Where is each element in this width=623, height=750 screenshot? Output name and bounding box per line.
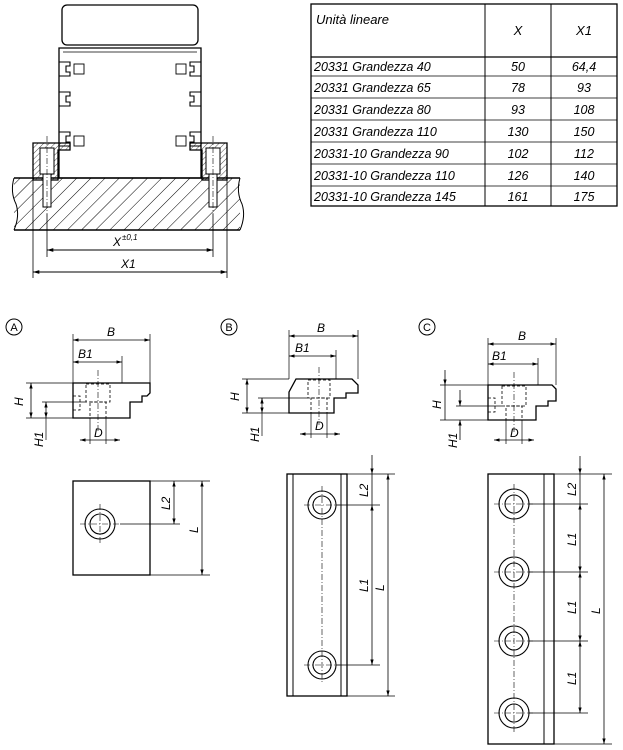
dim-label-x1: X1: [120, 257, 136, 271]
table-header-name: Unità lineare: [316, 12, 389, 27]
table-cell: 78: [511, 81, 525, 95]
variant-b-h1: H1: [248, 427, 262, 442]
variant-c-profile: [440, 338, 612, 745]
dim-label-x-tolerance: ±0,1: [122, 233, 138, 242]
variant-c-d: D: [510, 426, 519, 440]
table-cell: 102: [508, 147, 529, 161]
table-cell: 140: [574, 169, 595, 183]
variant-a-b: B: [107, 325, 115, 339]
table-cell: 64,4: [572, 60, 596, 74]
variant-b-b1: B1: [295, 341, 310, 355]
variant-b-h: H: [228, 392, 242, 401]
table-cell: 20331 Grandezza 65: [313, 81, 431, 95]
table-header-x1: X1: [575, 23, 592, 38]
variant-a-l2: L2: [159, 496, 173, 510]
dimension-table: Unità lineare X X1 20331 Grandezza 40 50…: [310, 3, 618, 207]
variant-a-h: H: [12, 397, 26, 406]
svg-text:B: B: [225, 322, 232, 334]
variant-b-l1: L1: [357, 579, 371, 592]
variant-c-l1-a: L1: [565, 533, 579, 546]
variant-c-h: H: [430, 400, 444, 409]
variant-a-h1: H1: [32, 432, 46, 447]
table-cell: 150: [574, 125, 595, 139]
variant-a-marker: A: [5, 318, 23, 336]
variant-c-b1: B1: [492, 349, 507, 363]
table-cell: 20331-10 Grandezza 145: [313, 190, 456, 204]
variant-b-d: D: [315, 419, 324, 433]
variant-c-l: L: [589, 607, 603, 614]
assembly-drawing: [11, 4, 245, 278]
table-cell: 112: [574, 147, 594, 161]
variant-b-profile: [242, 330, 395, 697]
variant-b-b: B: [317, 321, 325, 335]
variant-c-l2: L2: [565, 482, 579, 496]
table-cell: 93: [577, 81, 591, 95]
table-cell: 20331 Grandezza 110: [313, 125, 437, 139]
variant-b-l: L: [373, 584, 387, 591]
variant-b-marker: B: [220, 318, 238, 336]
table-cell: 20331-10 Grandezza 110: [313, 169, 455, 183]
variant-c-marker: C: [418, 318, 436, 336]
table-cell: 175: [574, 190, 595, 204]
variant-b-l2: L2: [357, 483, 371, 497]
table-cell: 130: [508, 125, 529, 139]
variant-a-d: D: [94, 426, 103, 440]
table-cell: 93: [511, 103, 525, 117]
variant-c-l1-c: L1: [565, 672, 579, 685]
svg-text:A: A: [10, 322, 18, 334]
table-header-x: X: [513, 23, 524, 38]
variant-c-l1-b: L1: [565, 601, 579, 614]
svg-text:C: C: [423, 322, 431, 334]
variant-c-h1: H1: [446, 433, 460, 448]
variant-a-profile: [26, 334, 210, 576]
table-cell: 50: [511, 60, 525, 74]
table-cell: 108: [574, 103, 595, 117]
table-cell: 161: [508, 190, 529, 204]
table-cell: 20331-10 Grandezza 90: [313, 147, 449, 161]
table-cell: 126: [508, 169, 529, 183]
variant-a-b1: B1: [78, 347, 93, 361]
table-cell: 20331 Grandezza 80: [313, 103, 431, 117]
table-cell: 20331 Grandezza 40: [313, 60, 431, 74]
dim-label-x: X: [112, 235, 122, 249]
variant-c-b: B: [518, 329, 526, 343]
variant-a-l: L: [187, 526, 201, 533]
